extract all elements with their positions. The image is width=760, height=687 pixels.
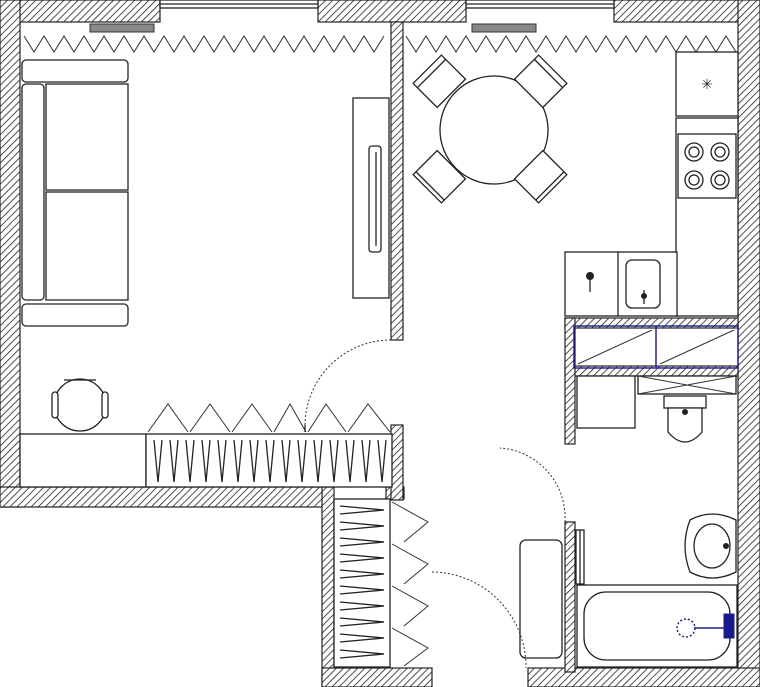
radiator-icon	[23, 23, 385, 53]
bath-wall-left-upper	[564, 317, 576, 445]
hanger	[339, 569, 385, 575]
hanger	[173, 439, 179, 483]
hanger	[301, 439, 307, 483]
hanger	[185, 439, 191, 483]
hanger	[339, 601, 385, 607]
hanger	[377, 439, 383, 483]
hanger	[201, 439, 207, 483]
hanger	[249, 439, 255, 483]
hanger	[153, 439, 159, 483]
door-swing-icon	[304, 339, 392, 426]
hanger	[339, 557, 385, 563]
hanger	[339, 573, 385, 579]
sink-icon	[564, 251, 678, 317]
hanger	[217, 439, 223, 483]
hanger	[265, 439, 271, 483]
hanger	[339, 637, 385, 643]
washbasin-icon	[684, 513, 737, 579]
hanger	[317, 439, 323, 483]
partition-lower	[390, 424, 404, 501]
hanger	[221, 439, 227, 483]
hanger	[339, 605, 385, 611]
bath-cabinet	[573, 325, 739, 369]
left-wall	[0, 0, 21, 508]
fridge-icon: ✳	[701, 77, 713, 93]
bench	[519, 539, 563, 659]
hanger	[339, 553, 385, 559]
hanger	[237, 439, 243, 483]
hanger	[285, 439, 291, 483]
hanger	[269, 439, 275, 483]
hanger	[339, 537, 385, 543]
niche-wall-left	[321, 486, 335, 687]
hanger	[189, 439, 195, 483]
right-wall	[737, 0, 760, 687]
wardrobe-icon	[145, 402, 393, 488]
hanger	[339, 505, 385, 511]
hanger	[339, 541, 385, 547]
hanger	[339, 521, 385, 527]
hall-wardrobe	[333, 498, 429, 668]
window-icon	[465, 0, 615, 9]
vent-box	[637, 375, 737, 395]
desk-chair-icon	[19, 378, 147, 488]
hanger	[313, 439, 319, 483]
window-icon	[159, 0, 319, 9]
hanger	[333, 439, 339, 483]
hanger	[233, 439, 239, 483]
hanger	[329, 439, 335, 483]
hanger	[281, 439, 287, 483]
hanger	[339, 509, 385, 515]
hanger	[345, 439, 351, 483]
bottom-wall-living	[0, 486, 325, 508]
hanger	[365, 439, 371, 483]
hanger	[297, 439, 303, 483]
tv-icon	[352, 97, 390, 299]
bottom-wall-right	[527, 667, 760, 687]
hanger	[339, 653, 385, 659]
hanger	[339, 617, 385, 623]
top-wall-right	[613, 0, 760, 23]
hanger	[205, 439, 211, 483]
washing-machine	[576, 375, 636, 429]
dining-table-icon	[412, 54, 568, 204]
toilet-icon	[663, 395, 707, 443]
hanger	[253, 439, 259, 483]
hanger	[339, 633, 385, 639]
hanger	[361, 439, 367, 483]
bath-wall-left-lower	[564, 521, 576, 673]
partition-living-kitchen	[390, 21, 404, 341]
hanger	[339, 621, 385, 627]
door-swing-icon	[431, 571, 527, 669]
hanger	[349, 439, 355, 483]
hanger	[157, 439, 163, 483]
hanger	[339, 525, 385, 531]
hanger	[339, 649, 385, 655]
sofa-icon	[21, 59, 129, 327]
door-swing-icon	[499, 447, 566, 523]
towel-rail	[575, 529, 585, 585]
bathtub-icon	[576, 584, 738, 668]
top-wall-left	[0, 0, 161, 23]
niche-wall-bottom	[321, 667, 433, 687]
hanger	[169, 439, 175, 483]
hanger	[339, 585, 385, 591]
stove-icon	[677, 133, 737, 199]
hanger	[381, 439, 387, 483]
radiator-icon	[405, 23, 737, 53]
top-wall-middle	[317, 0, 467, 23]
hanger	[339, 589, 385, 595]
